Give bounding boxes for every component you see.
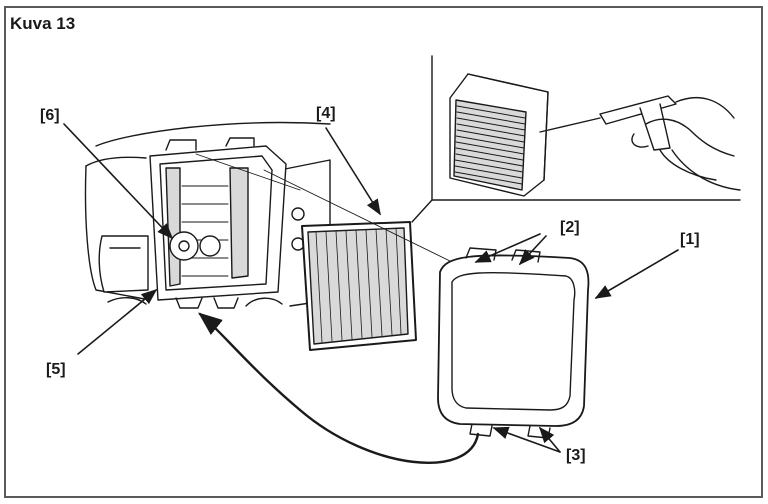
callout-3: [3] [566, 447, 586, 464]
air-cleaner-cover [437, 247, 590, 439]
callout-2: [2] [560, 219, 580, 236]
engine-housing [84, 121, 331, 307]
alignment-lines [195, 153, 453, 263]
leader-lines [63, 123, 679, 453]
inset-boundary [411, 55, 741, 223]
inset-air-gun [539, 95, 741, 191]
callout-4: [4] [316, 105, 336, 122]
callout-6: [6] [40, 107, 60, 124]
figure-title: Kuva 13 [10, 14, 76, 33]
callout-1: [1] [680, 231, 700, 248]
callout-5: [5] [46, 361, 66, 378]
callout-labels: [1] [2] [3] [4] [5] [6] [40, 105, 700, 464]
inset-filter-element [449, 73, 549, 197]
connection-curve [198, 312, 480, 464]
filter-element [301, 221, 417, 351]
air-cleaner-case [149, 137, 287, 309]
